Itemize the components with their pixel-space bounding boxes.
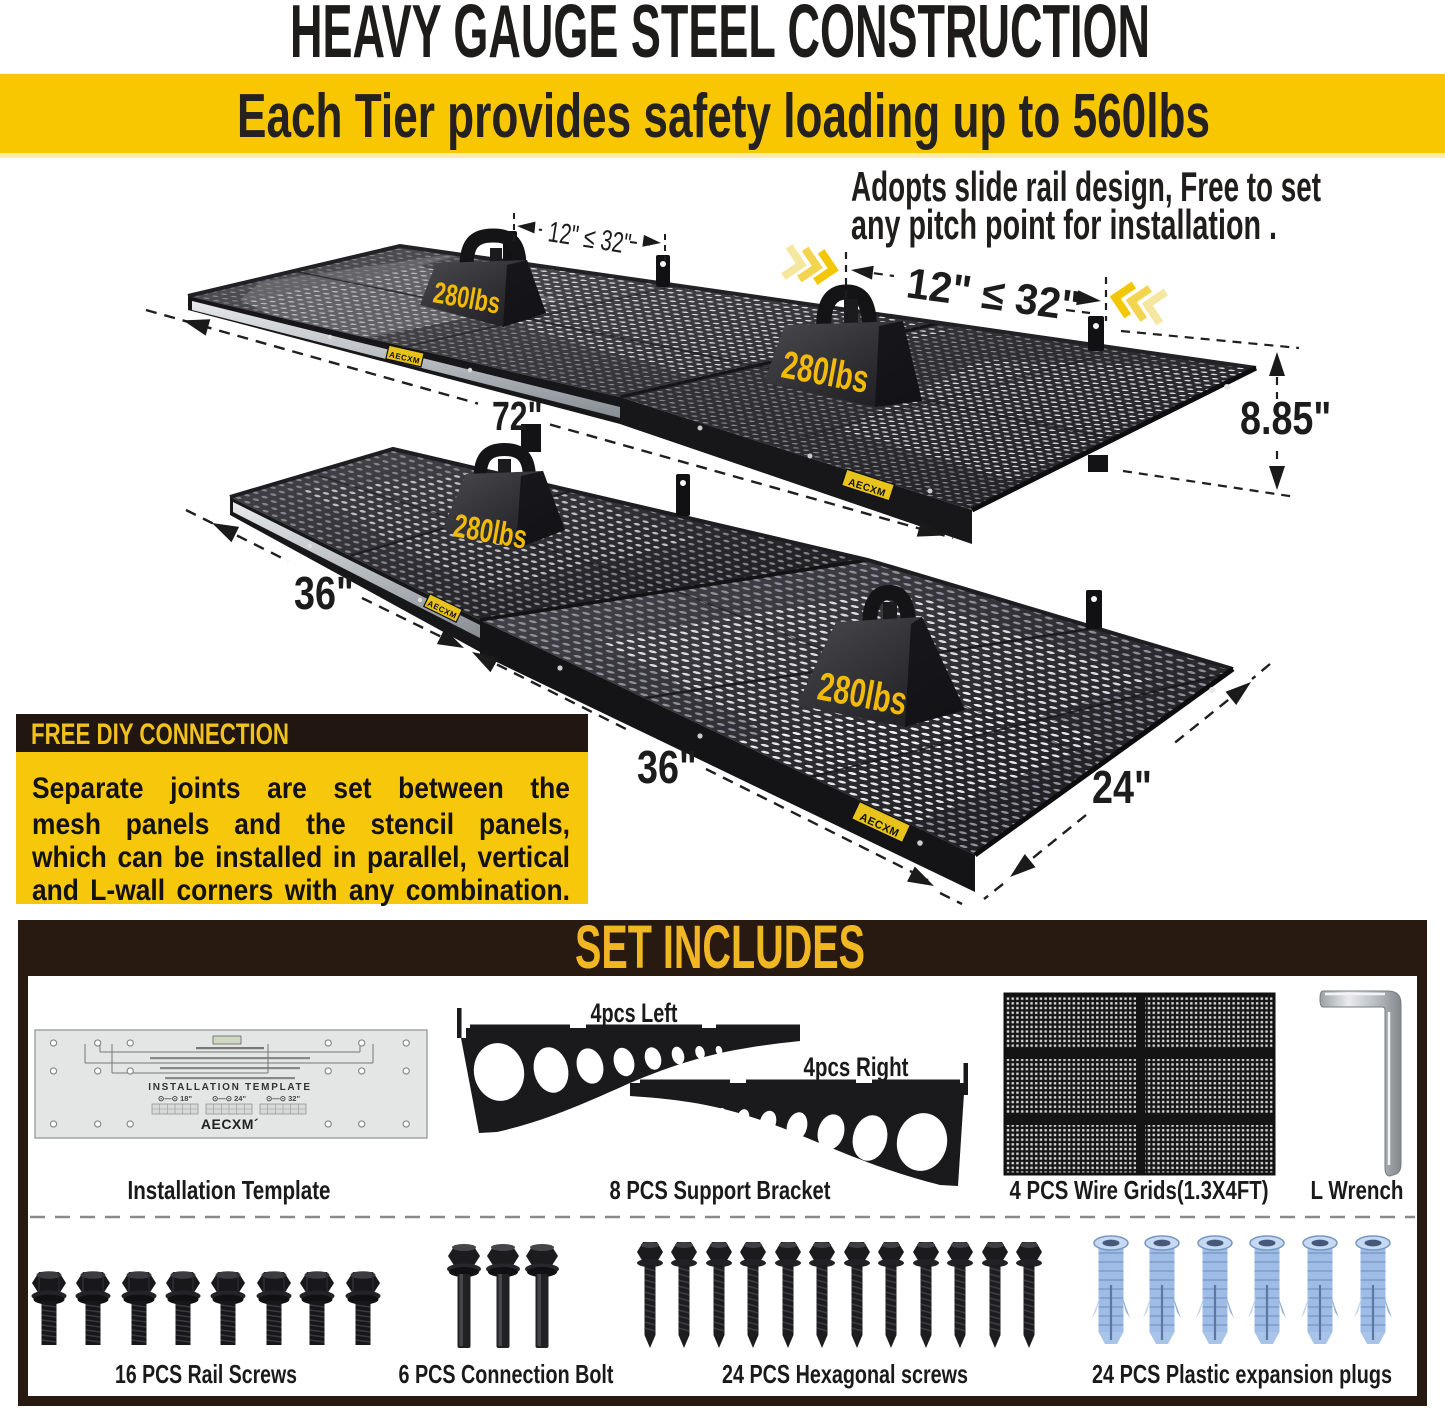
svg-text:Each Tier provides safety load: Each Tier provides safety loading up to … [237,82,1210,151]
svg-text:72": 72" [492,393,543,439]
svg-text:INSTALLATION TEMPLATE: INSTALLATION TEMPLATE [148,1082,311,1093]
svg-text:8.85": 8.85" [1240,392,1331,443]
svg-text:⊙—⊙ 18": ⊙—⊙ 18" [158,1094,192,1103]
svg-text:AECXM´: AECXM´ [201,1116,259,1132]
svg-text:12" ≤ 32": 12" ≤ 32" [546,215,633,261]
svg-text:Installation Template: Installation Template [128,1175,331,1205]
svg-text:6 PCS Connection Bolt: 6 PCS Connection Bolt [399,1359,614,1389]
svg-text:FREE DIY CONNECTION: FREE DIY CONNECTION [31,718,289,751]
svg-text:HEAVY GAUGE STEEL CONSTRUCTION: HEAVY GAUGE STEEL CONSTRUCTION [290,0,1150,73]
svg-text:16 PCS Rail Screws: 16 PCS Rail Screws [115,1359,297,1389]
svg-text:4pcs Left: 4pcs Left [591,998,678,1028]
svg-text:36": 36" [637,741,697,792]
svg-text:8 PCS Support Bracket: 8 PCS Support Bracket [610,1175,831,1205]
svg-text:24": 24" [1092,761,1152,812]
svg-text:36": 36" [294,567,354,618]
svg-text:SET INCLUDES: SET INCLUDES [575,913,865,981]
svg-text:Adopts slide rail design, Free: Adopts slide rail design, Free to set [851,163,1321,210]
svg-text:24 PCS Plastic expansion plugs: 24 PCS Plastic expansion plugs [1092,1359,1392,1389]
svg-text:any pitch point for installati: any pitch point for installation . [851,201,1277,248]
svg-text:4pcs Right: 4pcs Right [804,1052,909,1082]
svg-text:L Wrench: L Wrench [1311,1175,1404,1205]
svg-text:4 PCS Wire Grids(1.3X4FT): 4 PCS Wire Grids(1.3X4FT) [1010,1175,1269,1205]
svg-text:⊙—⊙ 24": ⊙—⊙ 24" [212,1094,246,1103]
svg-text:24 PCS Hexagonal screws: 24 PCS Hexagonal screws [722,1359,968,1389]
svg-text:⊙—⊙ 32": ⊙—⊙ 32" [266,1094,300,1103]
